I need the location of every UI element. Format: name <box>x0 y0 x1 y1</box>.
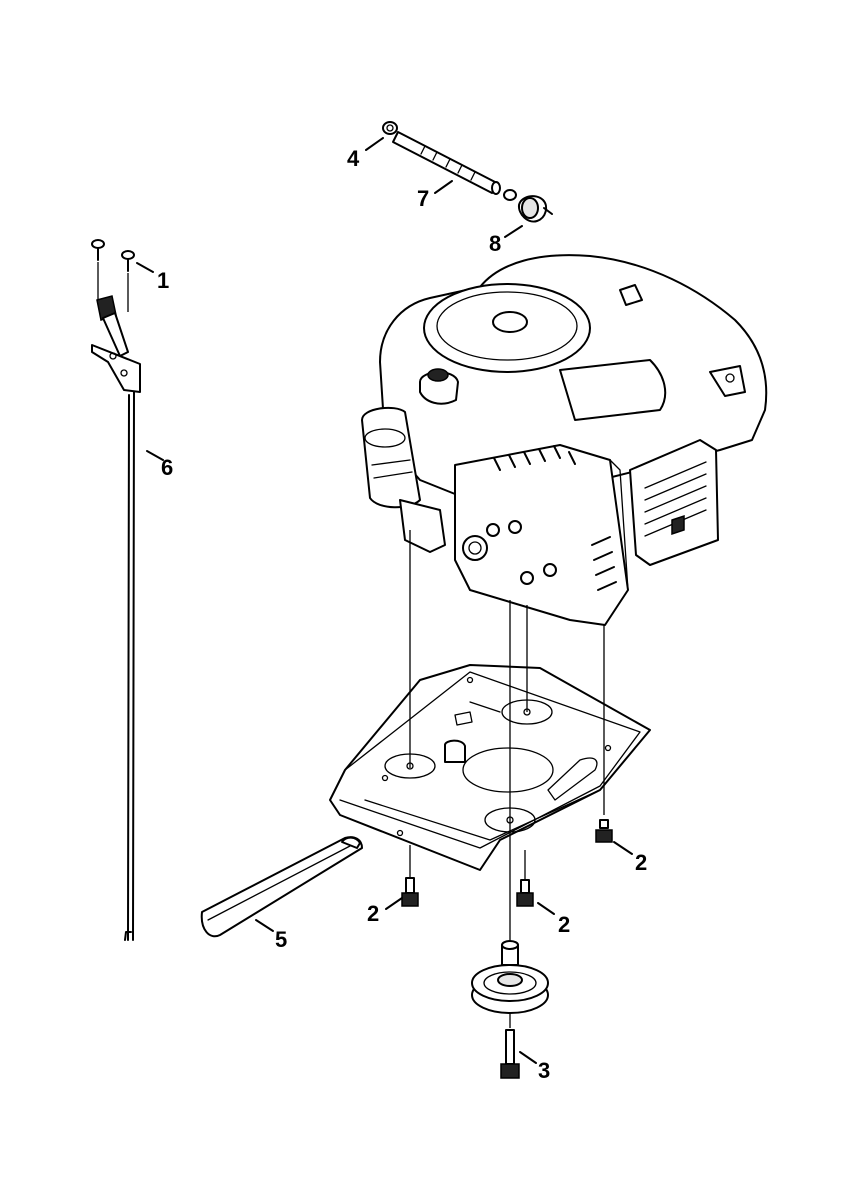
oil-fill-cap <box>419 368 459 405</box>
throttle-bracket <box>91 344 141 393</box>
starter-motor <box>361 406 421 509</box>
callout-7: 7 <box>417 186 429 211</box>
bolt-right <box>595 819 613 843</box>
belt-shield <box>200 836 363 938</box>
callout-8: 8 <box>489 231 501 256</box>
recoil-starter <box>423 283 591 373</box>
hose-clamp-lower <box>503 189 517 201</box>
fuel-line-assembly <box>382 121 553 223</box>
fuel-hose <box>392 131 501 195</box>
bolt-left <box>401 877 419 907</box>
callout-6: 6 <box>161 455 173 480</box>
bolt-middle <box>516 879 534 907</box>
throttle-lever <box>96 295 129 357</box>
spacer <box>501 940 519 966</box>
callout-2-right: 2 <box>635 850 647 875</box>
callout-2-middle: 2 <box>558 912 570 937</box>
callout-5: 5 <box>275 927 287 952</box>
pulley <box>471 964 549 1014</box>
callout-3: 3 <box>538 1058 550 1083</box>
muffler <box>454 444 629 626</box>
engine <box>361 254 768 626</box>
pulley-assembly <box>471 940 549 1079</box>
leader-lines <box>136 137 633 1064</box>
callout-4: 4 <box>347 146 360 171</box>
cylinder-head <box>629 439 719 566</box>
screw-left <box>91 239 105 261</box>
fuel-filter <box>517 195 553 223</box>
alignment-lines <box>409 530 605 1028</box>
hose-clamp-upper <box>382 121 398 135</box>
callout-1: 1 <box>157 268 169 293</box>
callout-2-left: 2 <box>367 901 379 926</box>
throttle-cable <box>124 391 135 941</box>
pulley-bolt <box>500 1029 520 1079</box>
screw-right <box>121 250 135 272</box>
throttle-control-assembly <box>91 239 141 941</box>
